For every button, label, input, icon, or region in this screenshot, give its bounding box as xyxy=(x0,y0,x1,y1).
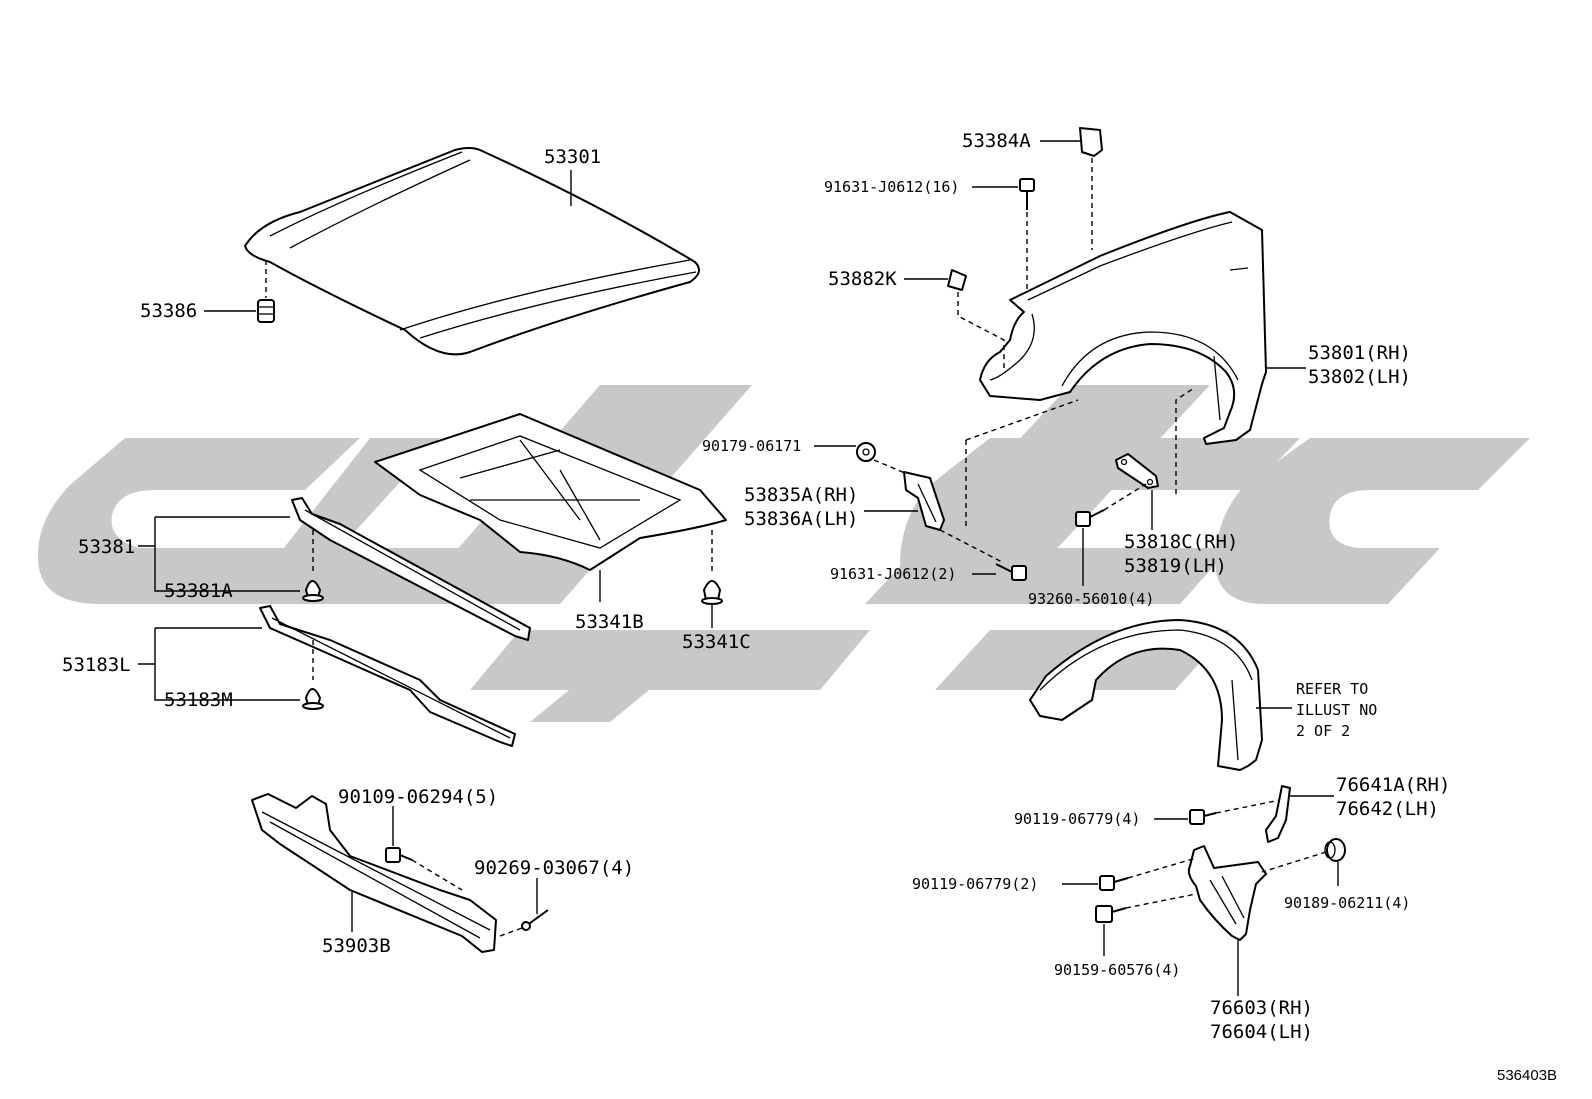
label-53386: 53386 xyxy=(140,300,197,322)
support-lower-53183L[interactable] xyxy=(259,605,516,747)
label-53381: 53381 xyxy=(78,536,135,558)
label-53301: 53301 xyxy=(544,146,601,168)
clip-90189-06211[interactable] xyxy=(1324,838,1346,862)
diagram-code: 536403B xyxy=(1497,1067,1557,1084)
bolt-91631-J0612-16[interactable] xyxy=(1019,178,1035,210)
label-90119-06779-2: 90119-06779(2) xyxy=(912,875,1038,893)
front-beam-53903B[interactable] xyxy=(251,793,497,953)
label-53341B: 53341B xyxy=(575,611,644,633)
label-53381A: 53381A xyxy=(164,580,233,602)
clip-53381A[interactable] xyxy=(302,580,324,602)
refer-note-line1: REFER TO xyxy=(1296,680,1368,698)
label-91631-J0612-16: 91631-J0612(16) xyxy=(824,178,959,196)
bracket-53818C[interactable] xyxy=(1115,453,1159,489)
rivet-90269-03067[interactable] xyxy=(521,909,549,931)
label-53818C: 53818C(RH) xyxy=(1124,531,1238,553)
label-53819: 53819(LH) xyxy=(1124,555,1227,577)
bolt-90159-60576[interactable] xyxy=(1095,905,1127,923)
bolt-90119-06779-4[interactable] xyxy=(1189,809,1217,825)
fender-liner[interactable] xyxy=(1029,619,1263,771)
bolt-93260-56010[interactable] xyxy=(1075,509,1105,527)
label-76604: 76604(LH) xyxy=(1210,1021,1313,1043)
refer-note-line3: 2 OF 2 xyxy=(1296,722,1350,740)
refer-note-line2: ILLUST NO xyxy=(1296,701,1377,719)
label-53903B: 53903B xyxy=(322,935,391,957)
clip-53183M[interactable] xyxy=(302,688,324,710)
label-53341C: 53341C xyxy=(682,631,751,653)
label-90119-06779-4: 90119-06779(4) xyxy=(1014,810,1140,828)
bolt-90119-06779-2[interactable] xyxy=(1099,875,1129,891)
label-90109-06294: 90109-06294(5) xyxy=(338,786,498,808)
watermark-logo xyxy=(37,385,1530,722)
seal-53882K[interactable] xyxy=(947,269,967,291)
support-upper-53381[interactable] xyxy=(291,497,531,641)
label-53183L: 53183L xyxy=(62,654,131,676)
fender-53801[interactable] xyxy=(979,211,1267,445)
label-90189-06211: 90189-06211(4) xyxy=(1284,894,1410,912)
label-90269-03067: 90269-03067(4) xyxy=(474,857,634,879)
hood-cushion-53386[interactable] xyxy=(257,299,275,323)
hood-53301[interactable] xyxy=(244,147,700,356)
hood-insulator-53341B[interactable] xyxy=(374,413,727,571)
label-53801: 53801(RH) xyxy=(1308,342,1411,364)
label-53384A: 53384A xyxy=(962,130,1031,152)
label-53836A: 53836A(LH) xyxy=(744,508,858,530)
bolt-90109-06294[interactable] xyxy=(385,847,413,863)
label-53183M: 53183M xyxy=(164,689,233,711)
hinge-cover-53384A[interactable] xyxy=(1079,127,1103,157)
label-90179-06171: 90179-06171 xyxy=(702,437,801,455)
label-53882K: 53882K xyxy=(828,268,897,290)
label-76603: 76603(RH) xyxy=(1210,997,1313,1019)
label-91631-J0612-2: 91631-J0612(2) xyxy=(830,565,956,583)
label-93260-56010: 93260-56010(4) xyxy=(1028,590,1154,608)
bracket-53835A[interactable] xyxy=(903,471,945,531)
mudguard-bracket-76641A[interactable] xyxy=(1265,785,1291,843)
bolt-91631-J0612-2[interactable] xyxy=(995,563,1027,581)
clip-53341C[interactable] xyxy=(701,580,723,605)
label-76642: 76642(LH) xyxy=(1336,798,1439,820)
label-90159-60576: 90159-60576(4) xyxy=(1054,961,1180,979)
label-76641A: 76641A(RH) xyxy=(1336,774,1450,796)
nut-90179-06171[interactable] xyxy=(856,442,876,462)
mudguard-76603[interactable] xyxy=(1187,845,1267,941)
label-53802: 53802(LH) xyxy=(1308,366,1411,388)
label-53835A: 53835A(RH) xyxy=(744,484,858,506)
